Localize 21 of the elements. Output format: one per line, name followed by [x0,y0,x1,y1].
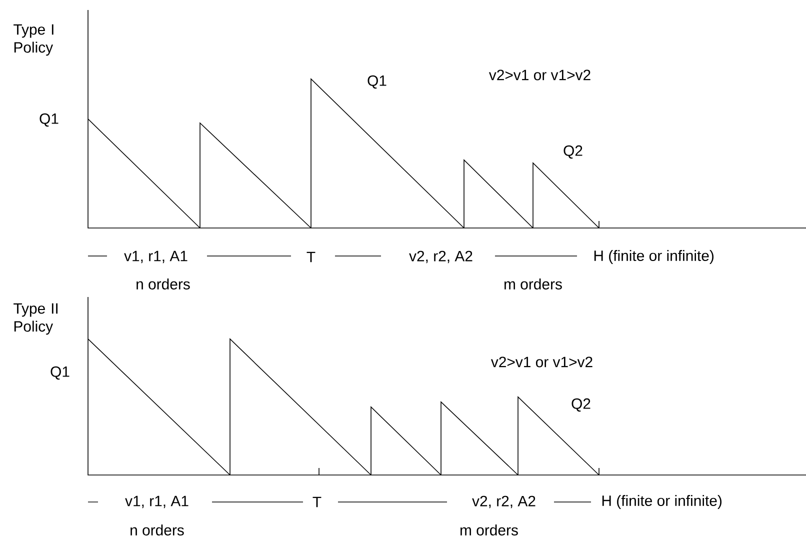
time-label: T [306,252,316,262]
quantity-label: Q2 [572,398,590,412]
order-count-label: m orders [460,524,518,536]
horizon-label: H (finite or infinite) [602,495,722,509]
order-count-label: n orders [136,278,190,290]
order-count-label: n orders [130,524,184,536]
policy-label: Type I Policy [14,24,54,56]
condition-label: v2>v1 or v1>v2 [488,70,590,80]
period-label: v2, r2, A2 [472,496,536,508]
quantity-label: Q1 [40,113,58,127]
policy-label: Type II Policy [14,303,58,335]
quantity-label: Q2 [564,145,582,159]
time-label: T [312,496,322,508]
period-label: v1, r1, A1 [124,250,188,264]
order-count-label: m orders [504,278,562,290]
quantity-label: Q1 [50,366,70,380]
horizon-label: H (finite or infinite) [594,250,714,264]
condition-label: v2>v1 or v1>v2 [490,356,592,368]
period-label: v1, r1, A1 [125,496,188,508]
period-label: v2, r2, A2 [409,250,472,264]
quantity-label: Q1 [368,75,386,89]
